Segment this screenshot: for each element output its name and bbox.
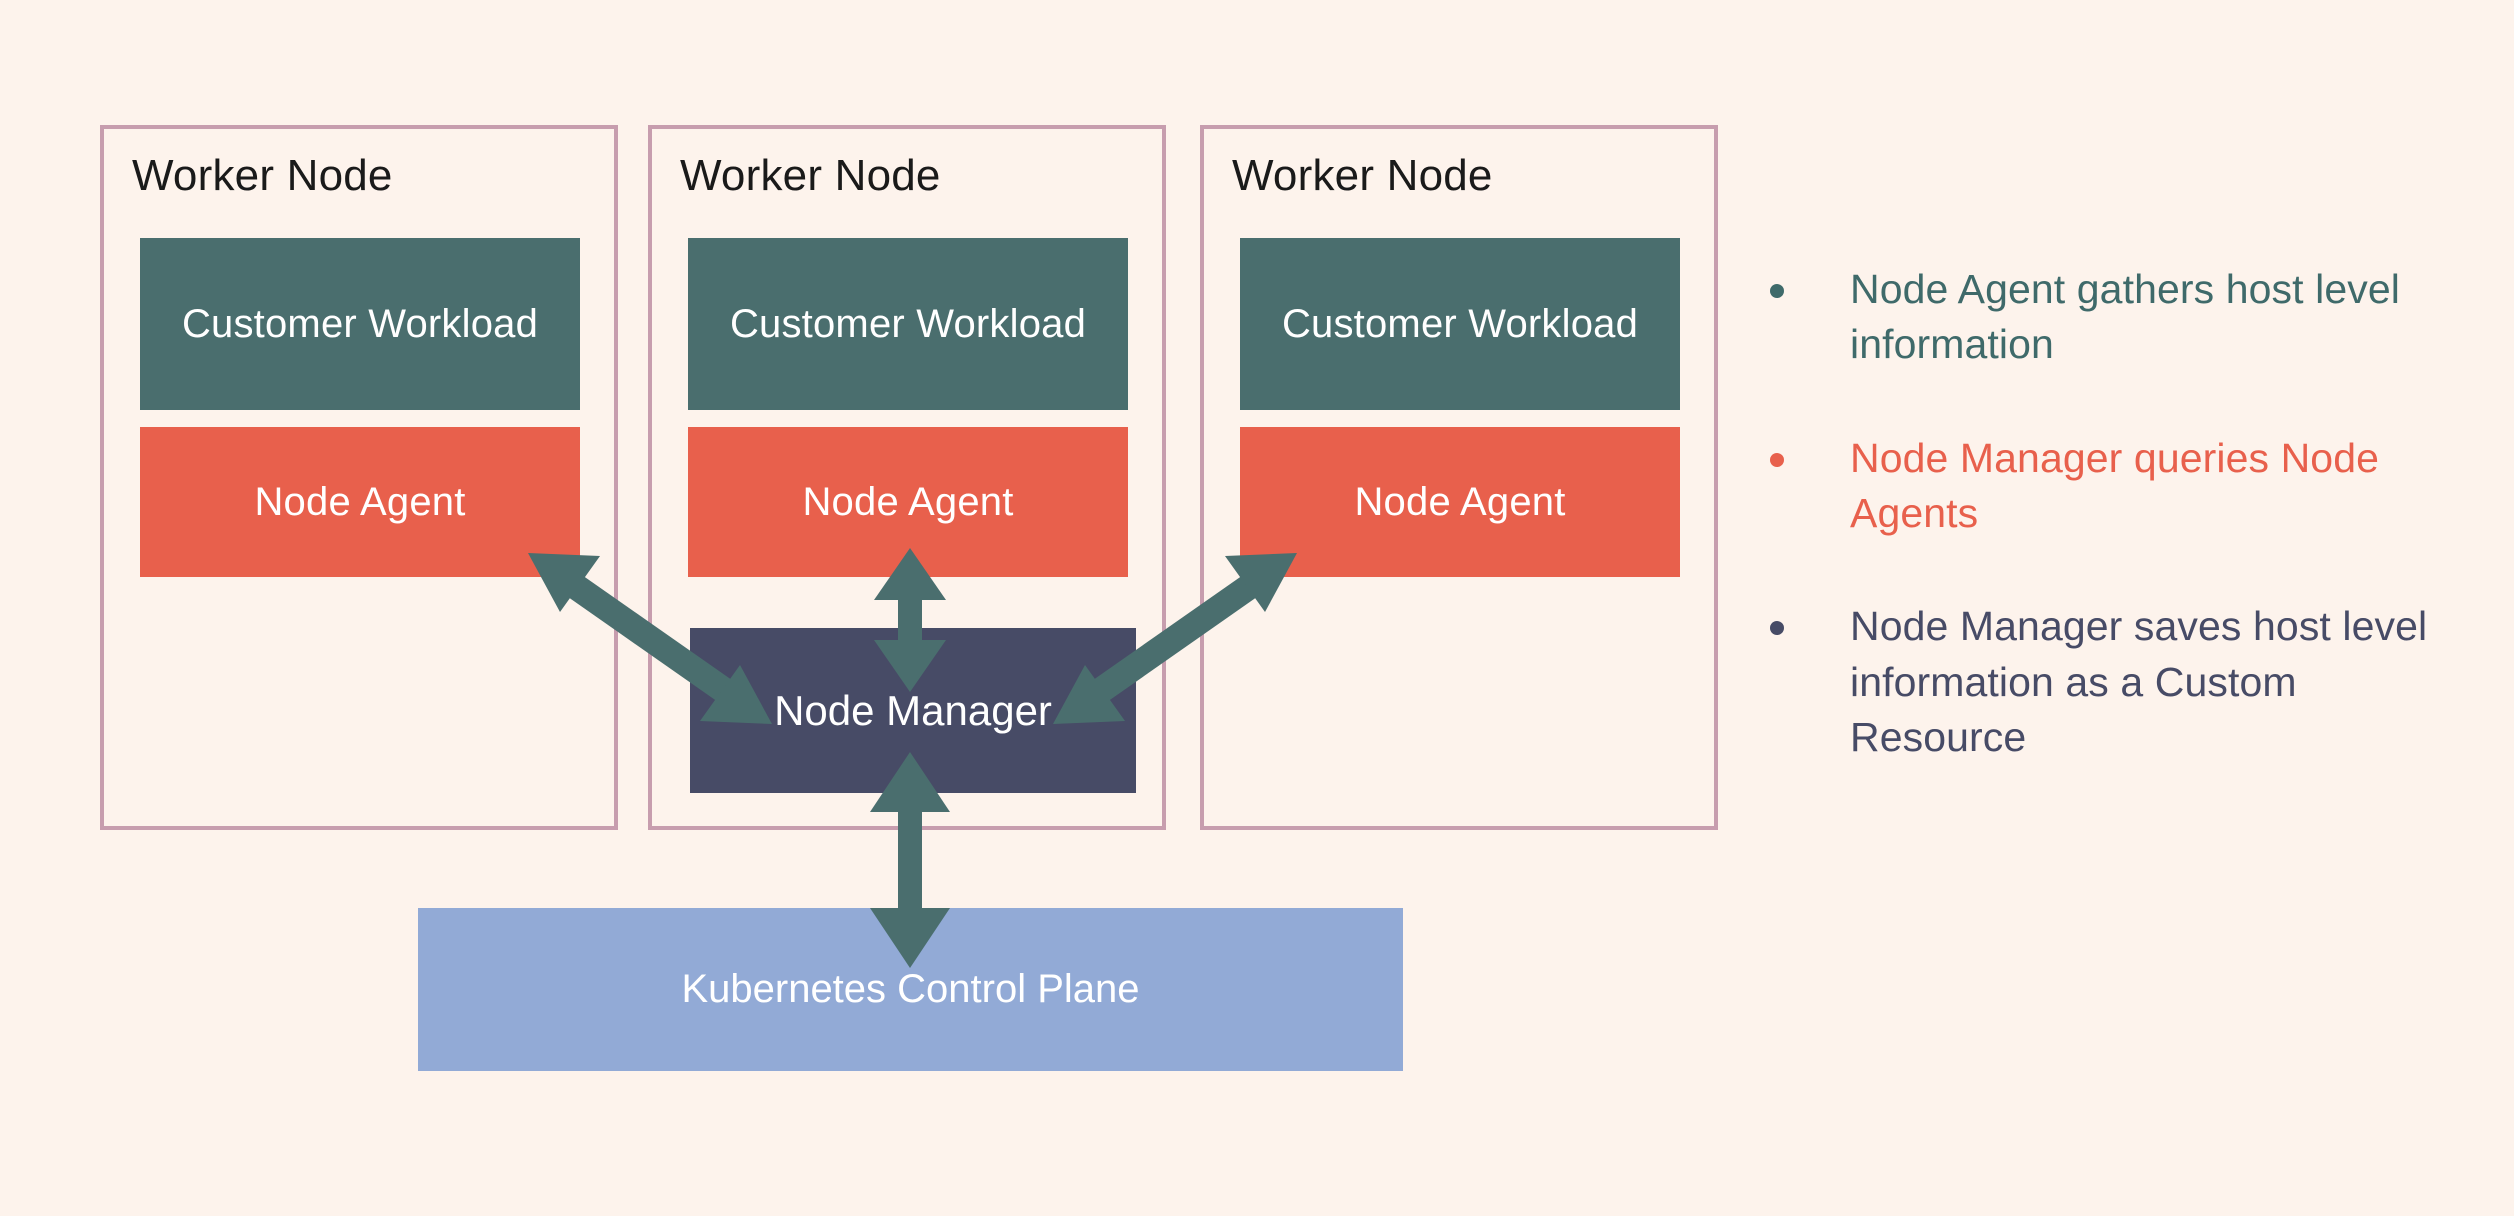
bullet-item-3: Node Manager saves host level informatio… — [1770, 599, 2450, 765]
customer-workload-block-2: Customer Workload — [688, 238, 1128, 410]
node-agent-block-1: Node Agent — [140, 427, 580, 577]
bullet-item-1: Node Agent gathers host level informatio… — [1770, 262, 2450, 373]
node-agent-block-2: Node Agent — [688, 427, 1128, 577]
bullet-marker-icon-1 — [1770, 284, 1784, 298]
bullet-text-2: Node Manager queries Node Agents — [1850, 434, 2379, 537]
bullet-item-2: Node Manager queries Node Agents — [1770, 431, 2450, 542]
explanation-bullet-list: Node Agent gathers host level informatio… — [1770, 262, 2450, 823]
bullet-marker-icon-2 — [1770, 452, 1784, 467]
customer-workload-block-1: Customer Workload — [140, 238, 580, 410]
bullet-text-3: Node Manager saves host level informatio… — [1850, 603, 2428, 761]
worker-node-frame-1 — [100, 125, 618, 830]
kubernetes-control-plane-block: Kubernetes Control Plane — [418, 908, 1403, 1071]
bullet-text-1: Node Agent gathers host level informatio… — [1850, 266, 2400, 368]
node-manager-block: Node Manager — [690, 628, 1136, 793]
worker-node-title-3: Worker Node — [1232, 151, 1493, 200]
worker-node-title-2: Worker Node — [680, 151, 941, 200]
worker-node-title-1: Worker Node — [132, 151, 393, 200]
bullet-marker-icon-3 — [1770, 621, 1784, 636]
worker-node-frame-3 — [1200, 125, 1718, 830]
customer-workload-block-3: Customer Workload — [1240, 238, 1680, 410]
node-agent-block-3: Node Agent — [1240, 427, 1680, 577]
